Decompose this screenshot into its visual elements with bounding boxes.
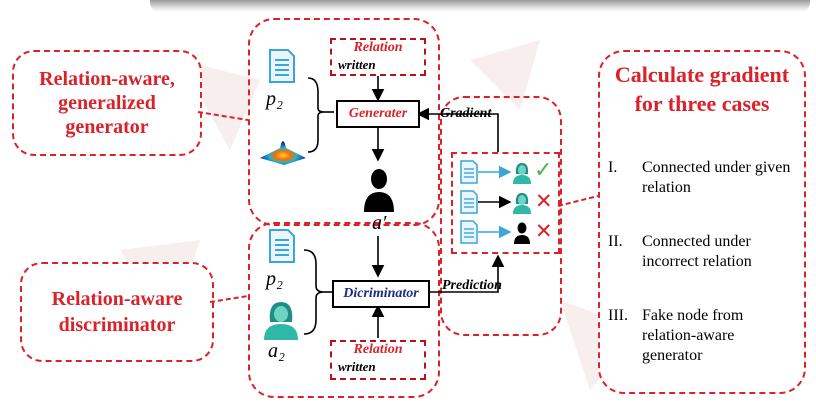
cross-icon: ✕ [535,219,553,243]
discriminator-user-label: a₂ [268,340,285,362]
gaussian-surface-icon [260,141,306,165]
generator-output-label: a′ [372,212,387,234]
discriminator-label: Dicriminator [343,286,419,301]
discriminator-box: Dicriminator [332,280,430,308]
case-2-text: Connected under incorrect relation [642,233,752,270]
generator-callout-text: Relation-aware, generalized generator [39,68,175,138]
discriminator-callout: Relation-aware discriminator [20,262,214,362]
female-user-icon [513,163,531,184]
gradient-label: Gradient [440,106,492,121]
generator-box: Generater [336,100,420,128]
female-user-icon [513,193,531,214]
case-3-text: Fake node from relation-aware generator [642,307,744,364]
check-icon: ✓ [534,158,553,183]
person-icon [514,222,530,244]
generator-doc-label: p₂ [266,88,283,110]
cases-panel: Calculate gradient for three cases [598,50,806,394]
discriminator-callout-text: Relation-aware discriminator [51,288,183,336]
document-icon [460,190,478,214]
generator-label: Generater [348,106,408,121]
cases-title: Calculate gradient for three cases [614,62,790,116]
relation-title-top: Relation [353,40,403,55]
discriminator-panel [248,222,440,398]
prediction-label: Prediction [442,278,502,293]
case-1-text: Connected under given relation [642,159,791,196]
relation-box-bottom: Relation written [330,340,426,380]
document-icon [269,229,295,263]
generator-callout: Relation-aware, generalized generator [12,50,202,156]
document-icon [269,49,295,83]
case-2-numeral: II. [608,233,623,250]
examples-panel [440,96,562,336]
relation-written-bottom: written [338,359,376,374]
relation-title-bottom: Relation [353,342,403,357]
generator-panel [248,18,440,226]
document-icon [460,220,478,244]
female-user-icon [264,302,298,340]
cross-icon: ✕ [535,189,553,213]
relation-written-top: written [338,57,376,72]
case-1-numeral: I. [608,159,618,176]
top-shadow-bar [150,0,810,12]
case-3-numeral: III. [608,307,628,324]
relation-box-top: Relation written [330,38,426,76]
person-icon [364,169,394,212]
discriminator-doc-label: p₂ [266,268,283,290]
document-icon [460,160,478,184]
